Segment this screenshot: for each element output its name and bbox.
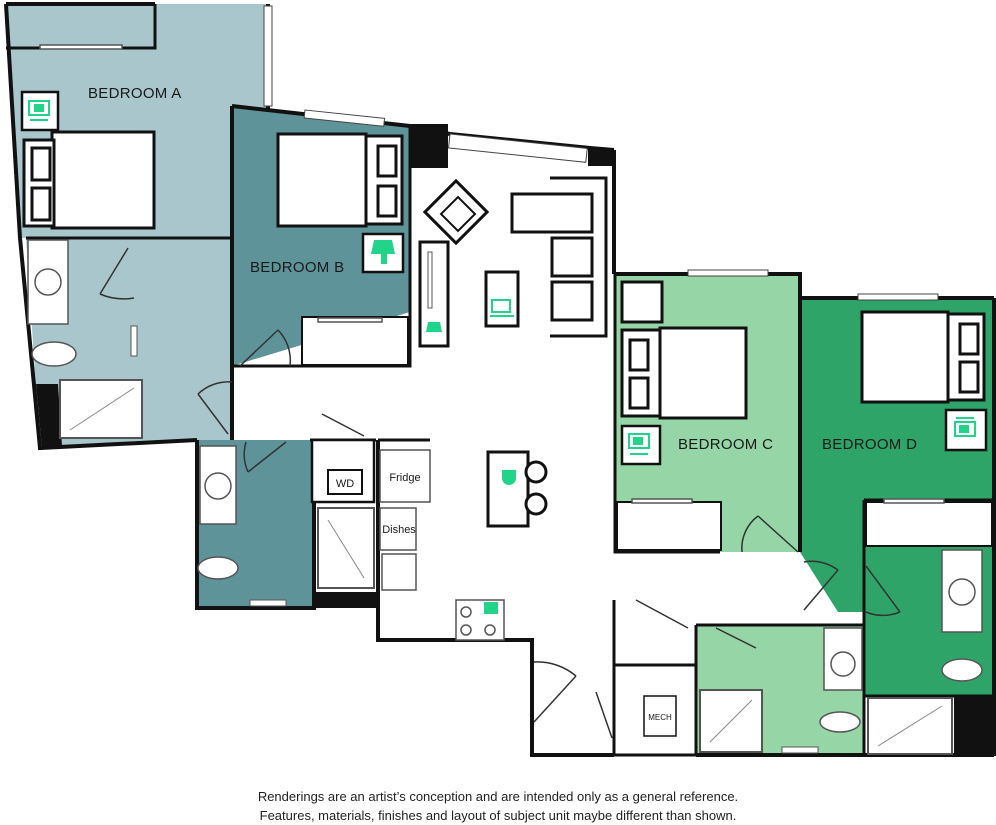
mech-closet: MECH (643, 695, 677, 737)
bathroom-b-door[interactable] (243, 441, 287, 473)
dining-table (486, 450, 548, 528)
bathroom-b-fixtures (197, 445, 287, 607)
bedroom-a-door[interactable] (197, 381, 233, 435)
bathroom-a-door[interactable] (99, 247, 135, 300)
disclaimer-line-2: Features, materials, finishes and layout… (259, 808, 737, 823)
bedroom-c-bed (620, 326, 748, 420)
bathroom-d-door[interactable] (865, 565, 901, 617)
bedroom-d-label: BEDROOM D (822, 436, 917, 453)
floor-plan: BEDROOM A BEDROOM B (4, 2, 996, 757)
disclaimer: Renderings are an artist’s conception an… (0, 787, 996, 825)
bedroom-d-bed (860, 310, 986, 404)
bathroom-c-door[interactable] (715, 627, 757, 649)
cooktop (455, 599, 505, 641)
media-console (418, 240, 450, 348)
bedroom-b-bed (276, 132, 404, 228)
bathroom-d-fixtures (867, 549, 983, 755)
mech-door[interactable] (595, 691, 613, 739)
sectional-sofa (510, 176, 608, 338)
bedroom-c-label: BEDROOM C (678, 436, 773, 453)
bedroom-d-door[interactable] (803, 560, 839, 611)
bathroom-a-fixtures (27, 239, 143, 439)
structural-columns (36, 124, 994, 756)
bedroom-c-nightstand-top (620, 280, 664, 324)
bedroom-d-nightstand (944, 408, 988, 452)
accent-chair (422, 178, 490, 246)
toilet-icon (31, 341, 77, 367)
bedroom-a-bed (22, 130, 156, 230)
dishwasher-label: Dishes (382, 524, 416, 536)
bedroom-b-lamp (361, 232, 405, 274)
bedroom-b-label: BEDROOM B (250, 259, 344, 276)
mech-label: MECH (648, 713, 672, 722)
laundry-closet: WD (310, 438, 376, 504)
closet-door-c[interactable] (635, 599, 689, 629)
bedroom-b-door[interactable] (239, 329, 292, 367)
dishwasher: Dishes (379, 507, 417, 551)
disclaimer-line-1: Renderings are an artist’s conception an… (257, 789, 739, 804)
fridge: Fridge (379, 449, 431, 503)
bathroom-c-fixtures (699, 627, 863, 754)
bedroom-c-nightstand (620, 424, 662, 466)
bedroom-c-closet (616, 498, 722, 551)
bedroom-a-closet-door (39, 44, 123, 50)
shared-shower (317, 507, 375, 589)
bedroom-d-closet (865, 498, 993, 547)
fridge-label: Fridge (389, 472, 420, 484)
windows (263, 5, 939, 301)
washer-dryer-label: WD (336, 478, 354, 490)
kitchen-sink (381, 553, 417, 591)
bedroom-a-label: BEDROOM A (88, 85, 182, 102)
bedroom-a-nightstand (20, 90, 60, 132)
bedroom-c-door[interactable] (741, 515, 799, 553)
entry-door[interactable] (533, 661, 577, 723)
bedroom-b-closet (301, 316, 409, 366)
coffee-table (484, 270, 520, 328)
laundry-door[interactable] (321, 413, 365, 437)
